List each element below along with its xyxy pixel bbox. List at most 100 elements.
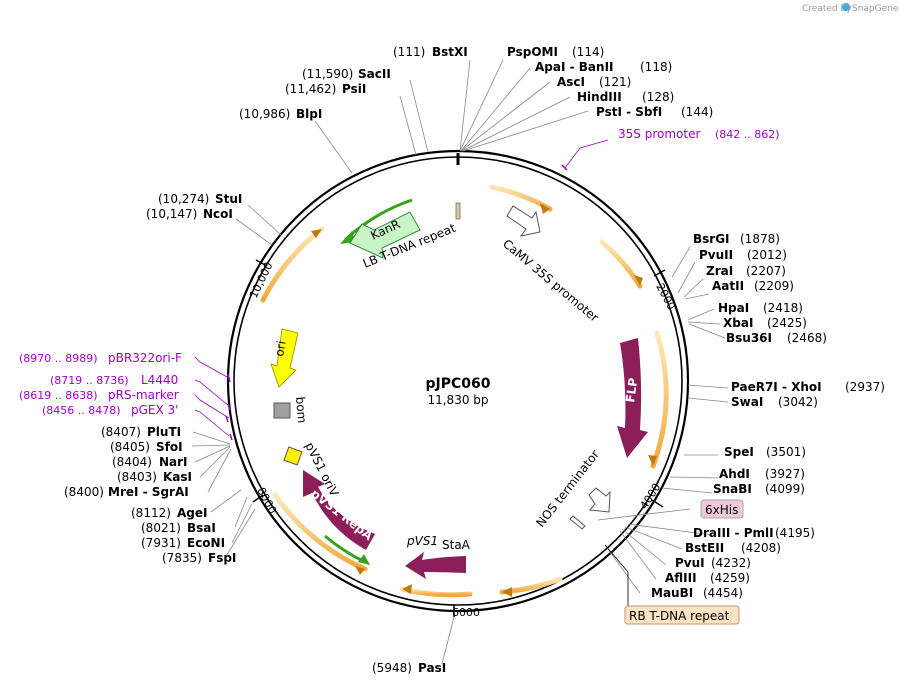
site-name: SpeI (724, 445, 754, 459)
site-pos: (8400) (64, 485, 104, 499)
site-name: SwaI (731, 395, 763, 409)
site-pos: (121) (599, 75, 631, 89)
site-pos: (8021) (141, 521, 181, 535)
site-pos: (7931) (141, 536, 181, 550)
site-name: SnaBI (713, 482, 752, 496)
tick-label-6000: 6000 (452, 606, 480, 619)
site-pos: (2937) (845, 380, 885, 394)
site-pos: (111) (393, 45, 425, 59)
site-pos: (7835) (162, 551, 202, 565)
site-name: PvuII (699, 248, 733, 262)
site-name: NarI (159, 455, 188, 469)
site-name: PspOMI (507, 45, 558, 59)
brand-text: SnapGene (852, 4, 899, 14)
ori-feature: ori (270, 328, 299, 388)
site-pos: (3501) (766, 445, 806, 459)
site-pos: (4195) (775, 526, 815, 540)
tick-label-4000: 4000 (638, 481, 664, 512)
credit-text: Created by (802, 4, 852, 14)
stata-label-italic: pVS1 (406, 534, 438, 548)
site-pos: (10,274) (158, 192, 209, 206)
tick-marks (252, 259, 666, 617)
plasmid-size: 11,830 bp (427, 393, 488, 407)
site-pos: (118) (640, 60, 672, 74)
primer-name: L4440 (141, 373, 178, 387)
site-pos: (8407) (101, 425, 141, 439)
site-pos: (2468) (787, 331, 827, 345)
site-name: PasI (418, 661, 446, 675)
site-name: DraIII - PmlI (693, 526, 774, 540)
repa-direction-arrowhead (358, 554, 370, 565)
camv-promoter-label: CaMV 35S promoter (500, 237, 601, 325)
site-name: SacII (358, 67, 391, 81)
site-name: FspI (208, 551, 236, 565)
site-pos: (2209) (754, 279, 794, 293)
site-name: PvuI (675, 556, 705, 570)
bom-box (273, 402, 291, 419)
site-name: ApaI - BanII (535, 60, 614, 74)
site-name: HindIII (577, 90, 622, 104)
site-name: MreI - SgrAI (108, 485, 189, 499)
lb-repeat-mark (455, 202, 461, 220)
site-pos: (128) (642, 90, 674, 104)
primer-name: pBR322ori-F (108, 351, 182, 365)
site-pos: (2418) (763, 301, 803, 315)
flp-label: FLP (623, 377, 640, 404)
site-name: AscI (557, 75, 585, 89)
site-pos: (4454) (703, 586, 743, 600)
site-name: BsaI (187, 521, 216, 535)
his-tag-label: 6xHis (705, 503, 738, 517)
site-pos: (4232) (711, 556, 751, 570)
rb-repeat-box (624, 605, 740, 625)
primer-name: pGEX 3' (131, 403, 178, 417)
site-pos: (10,147) (146, 207, 197, 221)
site-name: BstEII (685, 541, 724, 555)
tick-label-8000: 8000 (254, 485, 279, 516)
site-name: PstI - SbfI (596, 105, 662, 119)
primer-range: (8619 .. 8638) (19, 389, 98, 402)
site-name: Bsu36I (726, 331, 772, 345)
nos-terminator-label: NOS terminator (533, 447, 602, 529)
site-name: SfoI (156, 440, 183, 454)
primer-range: (8456 .. 8478) (42, 404, 121, 417)
his-tag-box (700, 499, 744, 519)
site-pos: (1878) (740, 232, 780, 246)
site-pos: (4208) (741, 541, 781, 555)
site-pos: (3927) (765, 467, 805, 481)
ori-label: ori (272, 340, 288, 358)
primer-name: pRS-marker (108, 388, 179, 402)
site-name: MauBI (651, 586, 693, 600)
site-name: StuI (215, 192, 242, 206)
site-name: BlpI (296, 107, 322, 121)
site-name: AflIII (665, 571, 697, 585)
primer-name: 35S promoter (618, 127, 700, 141)
site-pos: (5948) (372, 661, 412, 675)
site-pos: (8112) (131, 506, 171, 520)
stata-feature: pVS1 StaA (405, 534, 471, 579)
primer-markers (225, 164, 568, 441)
snapgene-logo-icon (842, 3, 850, 11)
primer-range: (842 .. 862) (715, 128, 780, 141)
camv-promoter-arrow (506, 205, 541, 237)
site-name: AhdI (719, 467, 750, 481)
site-pos: (2012) (747, 248, 787, 262)
repa-label: pVS1 RepA (308, 486, 376, 543)
site-pos: (2207) (746, 264, 786, 278)
site-name: EcoNI (187, 536, 225, 550)
stata-label: StaA (442, 538, 471, 552)
site-name: NcoI (203, 207, 233, 221)
site-name: BstXI (432, 45, 468, 59)
orf-arrowheads (311, 203, 657, 597)
bom-label: bom (293, 396, 309, 424)
plasmid-name: pJPC060 (426, 376, 491, 392)
site-pos: (4259) (710, 571, 750, 585)
flp-feature: FLP (617, 338, 648, 458)
tick-label-2000: 2000 (653, 281, 678, 312)
site-pos: (8404) (112, 455, 152, 469)
site-name: PluTI (147, 425, 181, 439)
site-pos: (4099) (765, 482, 805, 496)
site-name: AatII (712, 279, 744, 293)
site-name: ZraI (706, 264, 733, 278)
